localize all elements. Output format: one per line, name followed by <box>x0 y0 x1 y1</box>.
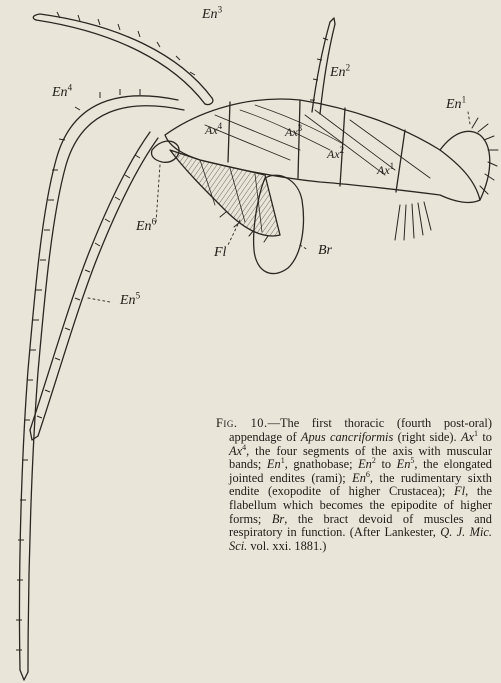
label-en1: En1 <box>446 98 466 112</box>
caption-text-11: vol. xxi. 1881.) <box>247 539 326 553</box>
label-en1-sup: 1 <box>462 94 467 104</box>
caption-en6: En <box>352 471 366 485</box>
caption-species: Apus cancriformis <box>301 430 393 444</box>
label-en2-sup: 2 <box>346 62 351 72</box>
endite-en5 <box>30 132 158 440</box>
label-en3-sup: 3 <box>218 4 223 14</box>
label-ax3: Ax3 <box>285 126 302 138</box>
label-en5: En5 <box>120 294 140 308</box>
label-en4-base: En <box>52 85 68 100</box>
caption-ax1: Ax <box>461 430 474 444</box>
caption-ax4: Ax <box>229 444 242 458</box>
label-en1-base: En <box>446 97 462 112</box>
label-en6-base: En <box>136 219 152 234</box>
label-en5-sup: 5 <box>136 290 141 300</box>
caption-fl: Fl <box>454 484 465 498</box>
label-ax1-sup: 1 <box>390 161 395 171</box>
label-ax2-sup: 2 <box>340 145 345 155</box>
caption-en5: En <box>397 457 411 471</box>
label-fl: Fl <box>214 246 226 260</box>
label-ax4: Ax4 <box>205 124 222 136</box>
label-ax4-sup: 4 <box>218 121 223 131</box>
label-ax1-base: Ax <box>377 163 390 177</box>
label-br: Br <box>318 244 332 258</box>
label-en4: En4 <box>52 86 72 100</box>
label-en6: En6 <box>136 220 156 234</box>
caption-text-2: (right side). <box>393 430 461 444</box>
label-en3: En3 <box>202 8 222 22</box>
label-en6-sup: 6 <box>152 216 157 226</box>
caption-text-3: to <box>478 430 492 444</box>
gnathobase-en1 <box>440 118 498 200</box>
label-ax1: Ax1 <box>377 164 394 176</box>
label-en2: En2 <box>330 66 350 80</box>
caption-en1: En <box>267 457 281 471</box>
flabellum <box>170 150 280 242</box>
label-en3-base: En <box>202 7 218 22</box>
label-ax2-base: Ax <box>327 147 340 161</box>
label-en2-base: En <box>330 65 346 80</box>
label-en5-base: En <box>120 293 136 308</box>
figure-caption: Fig. 10.—The first thoracic (fourth post… <box>216 417 492 553</box>
label-ax4-base: Ax <box>205 123 218 137</box>
setae-cluster <box>395 202 431 240</box>
caption-figure-number: Fig. 10. <box>216 416 268 430</box>
caption-text-5: , gnathobase; <box>285 457 358 471</box>
caption-br: Br <box>272 512 284 526</box>
label-ax3-sup: 3 <box>298 123 303 133</box>
caption-text-6: to <box>376 457 397 471</box>
label-ax3-base: Ax <box>285 125 298 139</box>
label-ax2: Ax2 <box>327 148 344 160</box>
label-en4-sup: 4 <box>68 82 73 92</box>
